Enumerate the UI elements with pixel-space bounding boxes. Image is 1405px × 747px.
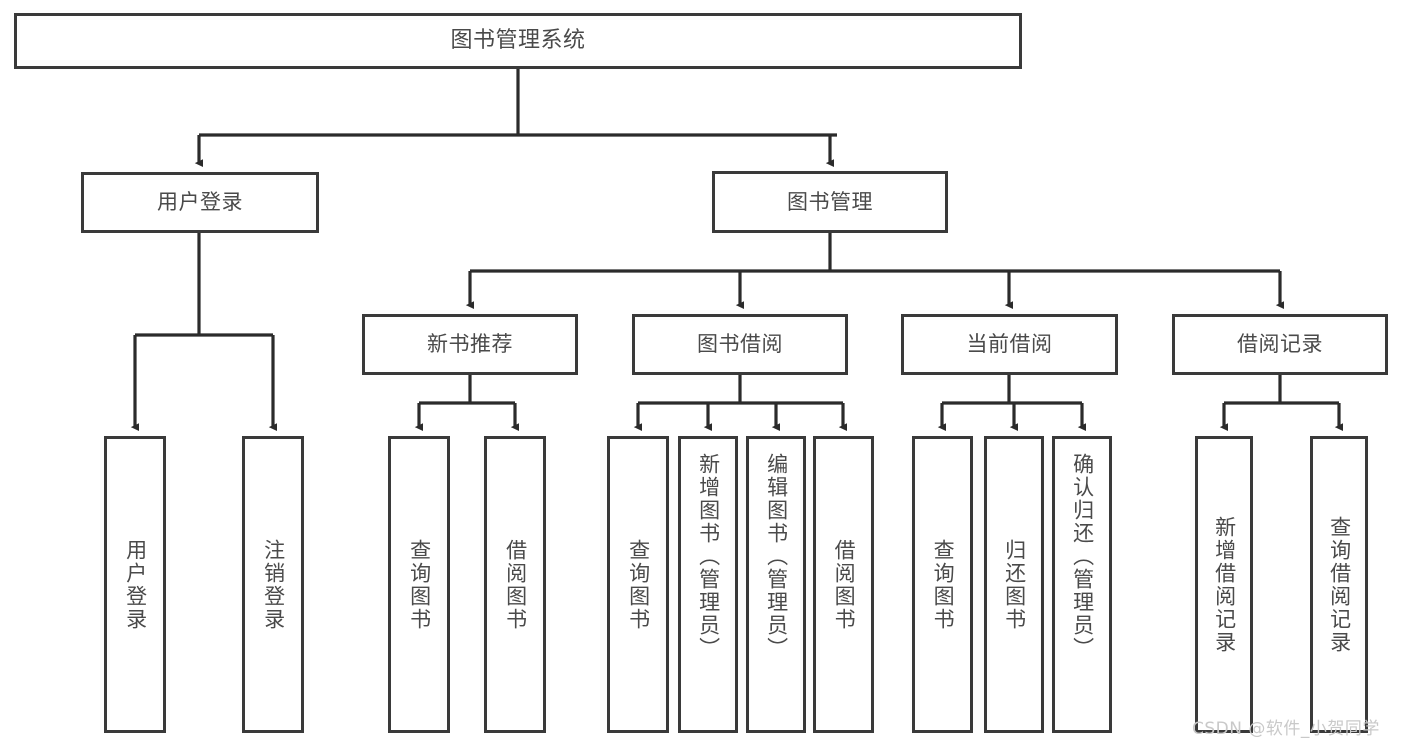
leaf-add-book-admin[interactable]: 新增图书（管理员） [678, 436, 738, 733]
node-book-borrow[interactable]: 图书借阅 [632, 314, 848, 375]
leaf-query-borrow-record-label: 查询借阅记录 [1327, 515, 1352, 654]
node-book-management-label: 图书管理 [787, 189, 873, 214]
leaf-user-logout[interactable]: 注销登录 [242, 436, 304, 733]
node-borrow-record[interactable]: 借阅记录 [1172, 314, 1388, 375]
leaf-user-login[interactable]: 用户登录 [104, 436, 166, 733]
node-book-management[interactable]: 图书管理 [712, 171, 948, 233]
leaf-borrow-book-recommend[interactable]: 借阅图书 [484, 436, 546, 733]
leaf-user-logout-label: 注销登录 [261, 538, 286, 631]
leaf-confirm-return-admin-label: 确认归还（管理员） [1070, 453, 1095, 660]
node-user-login[interactable]: 用户登录 [81, 172, 319, 233]
leaf-return-book[interactable]: 归还图书 [984, 436, 1044, 733]
node-borrow-record-label: 借阅记录 [1237, 332, 1323, 357]
csdn-watermark: CSDN @软件_小贺同学 [1192, 714, 1380, 739]
leaf-edit-book-admin-label: 编辑图书（管理员） [764, 453, 789, 660]
leaf-confirm-return-admin[interactable]: 确认归还（管理员） [1052, 436, 1112, 733]
leaf-query-borrow-record[interactable]: 查询借阅记录 [1310, 436, 1368, 733]
node-user-login-label: 用户登录 [157, 190, 243, 215]
leaf-query-book-borrow-label: 查询图书 [626, 538, 651, 631]
node-new-book-recommend[interactable]: 新书推荐 [362, 314, 578, 375]
node-root-label: 图书管理系统 [450, 28, 586, 54]
leaf-return-book-label: 归还图书 [1002, 538, 1027, 631]
leaf-borrow-book-label: 借阅图书 [832, 538, 857, 631]
leaf-query-book-recommend[interactable]: 查询图书 [388, 436, 450, 733]
node-current-borrow-label: 当前借阅 [966, 332, 1053, 357]
csdn-watermark-text: CSDN @软件_小贺同学 [1192, 719, 1380, 739]
leaf-add-borrow-record[interactable]: 新增借阅记录 [1195, 436, 1253, 733]
node-new-book-recommend-label: 新书推荐 [427, 332, 513, 357]
leaf-add-borrow-record-label: 新增借阅记录 [1212, 515, 1237, 654]
leaf-query-book-recommend-label: 查询图书 [407, 538, 432, 631]
leaf-borrow-book-recommend-label: 借阅图书 [503, 538, 528, 631]
leaf-query-book-current-label: 查询图书 [931, 538, 956, 631]
node-current-borrow[interactable]: 当前借阅 [901, 314, 1118, 375]
leaf-query-book-borrow[interactable]: 查询图书 [607, 436, 669, 733]
leaf-edit-book-admin[interactable]: 编辑图书（管理员） [746, 436, 806, 733]
node-root[interactable]: 图书管理系统 [14, 13, 1022, 69]
leaf-user-login-label: 用户登录 [123, 538, 148, 631]
leaf-borrow-book[interactable]: 借阅图书 [813, 436, 874, 733]
node-book-borrow-label: 图书借阅 [697, 332, 783, 357]
leaf-add-book-admin-label: 新增图书（管理员） [696, 453, 721, 660]
leaf-query-book-current[interactable]: 查询图书 [912, 436, 973, 733]
